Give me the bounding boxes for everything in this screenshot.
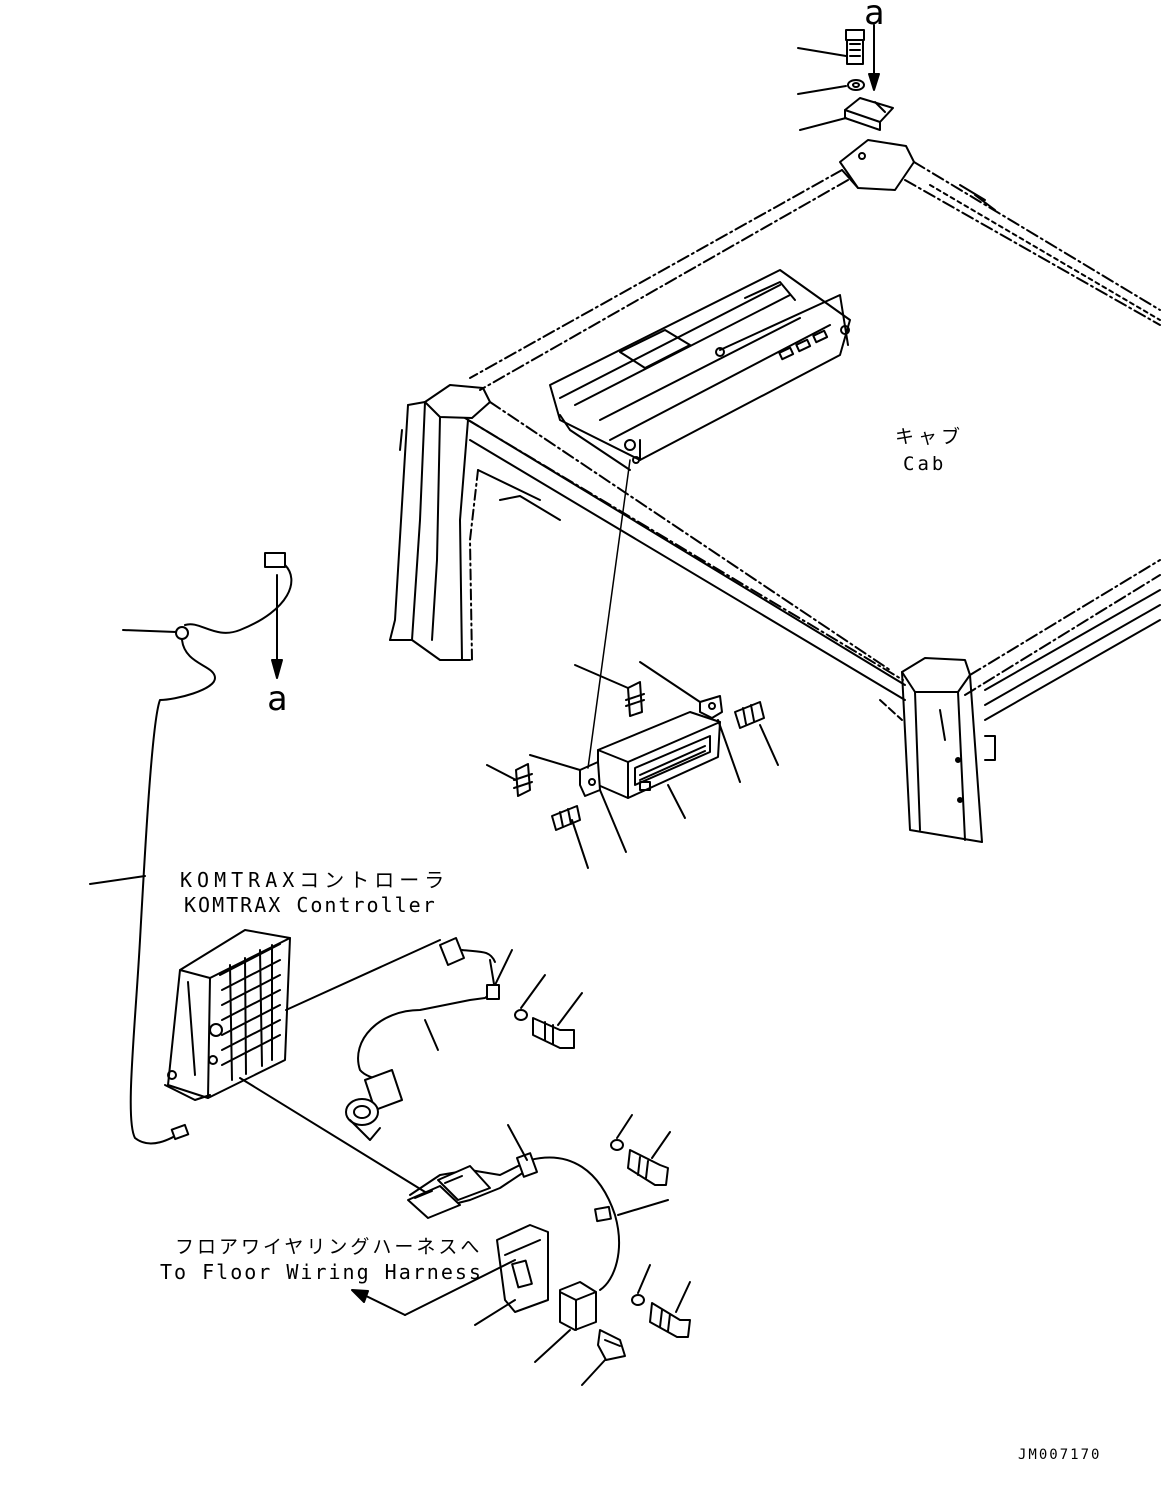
- cab-label-en: Cab: [903, 453, 947, 475]
- floor-harness-label-en: To Floor Wiring Harness: [160, 1260, 483, 1284]
- overhead-console: [550, 270, 850, 470]
- controller-label-en: KOMTRAX Controller: [184, 893, 437, 917]
- harness: [346, 938, 690, 1385]
- drawing-number: JM007170: [1018, 1447, 1102, 1463]
- cab-frame: [390, 140, 1160, 842]
- cab-label-jp: キャブ: [895, 426, 965, 448]
- reference-a-top: a: [864, 0, 885, 33]
- komtrax-controller: [165, 930, 440, 1195]
- floor-harness-label-jp: フロアワイヤリングハーネスへ: [175, 1236, 483, 1258]
- controller-label-jp: KOMTRAXコントローラ: [180, 868, 450, 892]
- antenna-cable: [90, 553, 291, 1143]
- reference-a-left: a: [267, 679, 288, 719]
- antenna-bracket: [798, 25, 893, 159]
- radio-unit: [487, 460, 778, 868]
